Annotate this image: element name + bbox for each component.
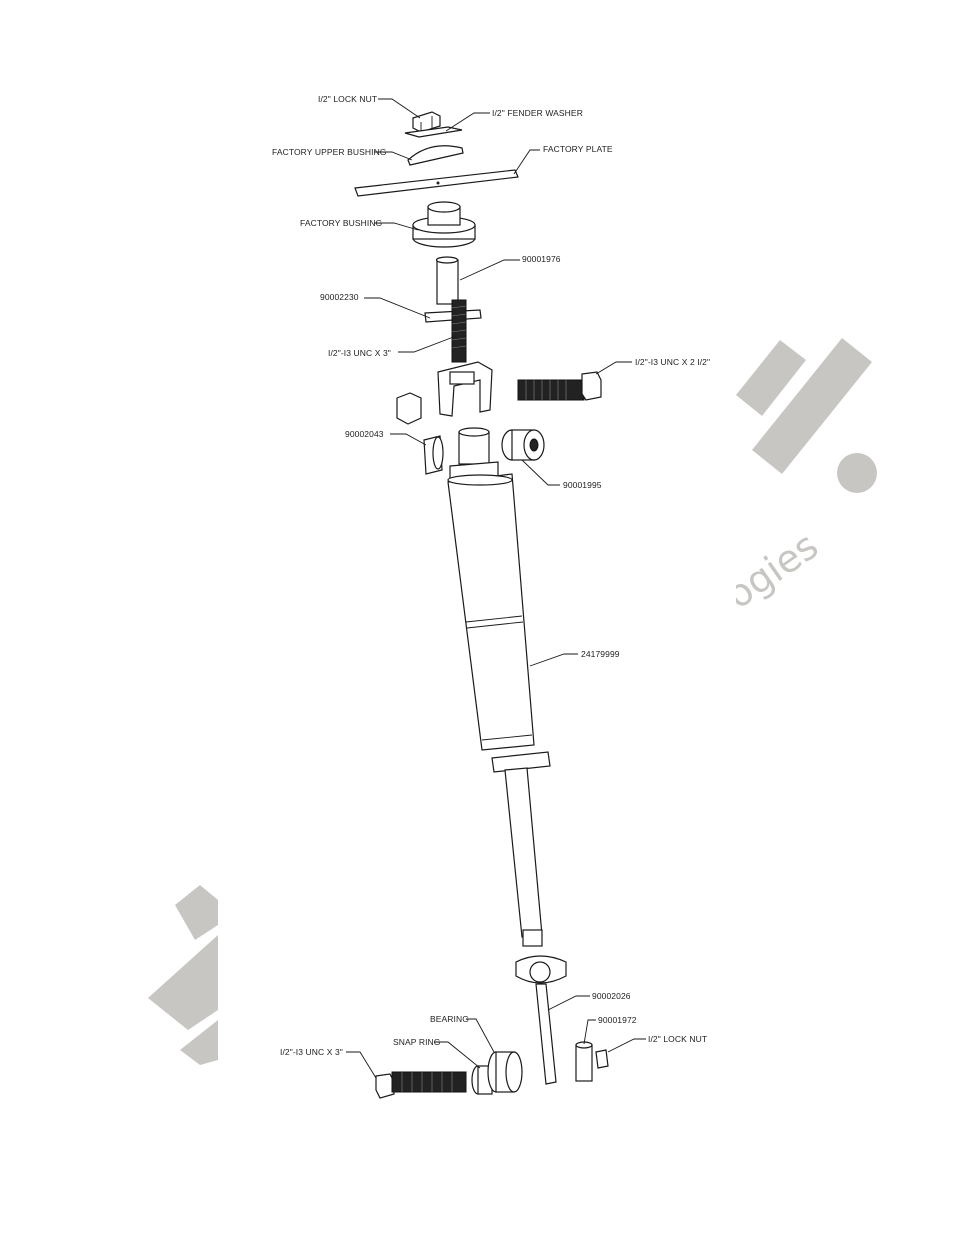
sleeve-90001976-part [435,256,459,305]
label-24179999: 24179999 [581,649,620,659]
label-bearing: BEARING [430,1014,469,1024]
label-snap-ring: SNAP RING [393,1037,441,1047]
label-bolt-2half: I/2"-I3 UNC X 2 I/2" [635,357,710,367]
leader-lines [346,98,646,1079]
nut-left-part [396,392,422,425]
watermark-logo-left [148,885,218,1065]
label-bolt-3in-bottom: I/2"-I3 UNC X 3" [280,1047,343,1057]
label-factory-bushing: FACTORY BUSHING [300,218,382,228]
bolt-3in-bottom-part [375,1071,467,1099]
factory-bushing-part [412,201,476,248]
shock-body-24179999-part [447,473,535,751]
label-90001995: 90001995 [563,480,602,490]
factory-plate-part [354,169,519,197]
spacer-90001972-part [575,1041,593,1082]
bolt-3in-top-part [451,299,467,363]
watermark-logo-right [736,338,877,493]
label-90001976: 90001976 [522,254,561,264]
label-90002043: 90002043 [345,429,384,439]
label-90001972: 90001972 [598,1015,637,1025]
bolt-2half-part [517,371,602,401]
shaft-part [504,767,543,947]
seal-cap-part [491,751,551,773]
label-fender-washer: I/2" FENDER WASHER [492,108,583,118]
label-90002026: 90002026 [592,991,631,1001]
bearing-snap-ring-part [471,1051,523,1095]
label-90002230: 90002230 [320,292,359,302]
label-lock-nut-top: I/2" LOCK NUT [318,94,377,104]
bushing-90001995-part [501,429,545,461]
spacer-90002043-part [423,435,444,475]
label-factory-upper-bushing: FACTORY UPPER BUSHING [272,147,387,157]
label-factory-plate: FACTORY PLATE [543,144,613,154]
label-bolt-3in-top: I/2"-I3 UNC X 3" [328,348,391,358]
clevis-part [437,361,493,417]
lock-nut-bottom-part [595,1049,609,1069]
label-lock-nut-bottom: I/2" LOCK NUT [648,1034,707,1044]
lower-eye-90002026-part [515,955,567,1085]
factory-upper-bushing-part [407,145,464,166]
